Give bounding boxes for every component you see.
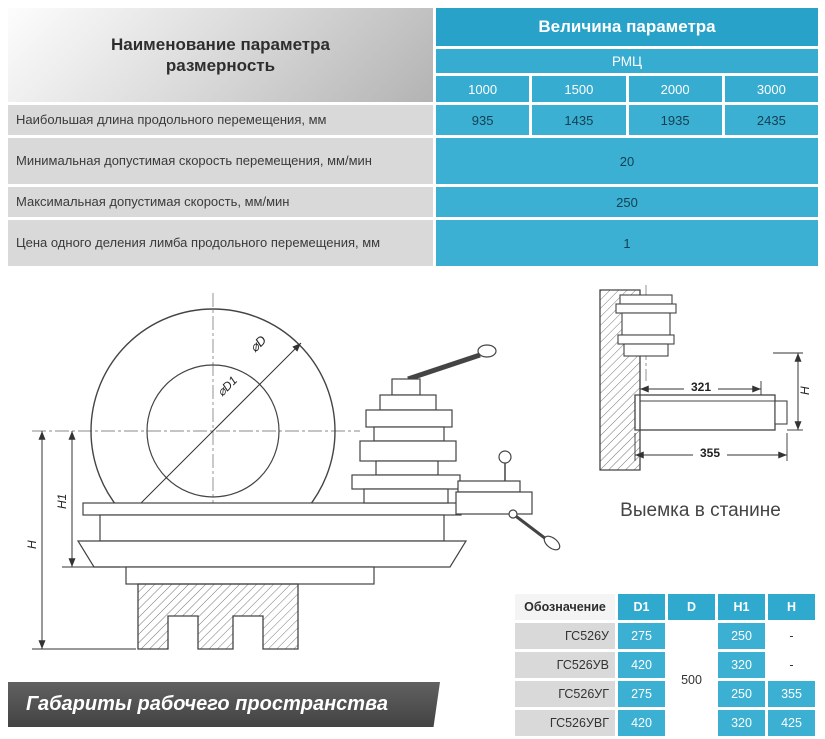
h1-cell: 320: [718, 652, 765, 678]
dim-header-designation: Обозначение: [515, 594, 615, 620]
h-cell: 425: [768, 710, 815, 736]
col-header-3000: 3000: [724, 76, 818, 102]
dim-label-h1: H1: [55, 494, 69, 509]
lever-knob: [477, 344, 497, 358]
col-header-2000: 2000: [628, 76, 722, 102]
h-cell: -: [768, 652, 815, 678]
row-value: 1435: [532, 105, 626, 135]
param-header-line2: размерность: [165, 56, 276, 75]
dimension-table: Обозначение D1 D H1 H ГС526У 275 500 250…: [515, 594, 815, 736]
row-value: 1935: [628, 105, 722, 135]
bed-section: [137, 583, 299, 650]
h-cell: -: [768, 623, 815, 649]
dim-header-d1: D1: [618, 594, 665, 620]
col-header-1000: 1000: [436, 76, 530, 102]
d1-cell: 275: [618, 623, 665, 649]
h-cell: 355: [768, 681, 815, 707]
param-header: Наименование параметра размерность: [8, 8, 433, 102]
h1-cell: 250: [718, 681, 765, 707]
dim-label-detail-h: H: [798, 386, 812, 395]
group-header-rmc: РМЦ: [436, 49, 818, 73]
d1-cell: 420: [618, 710, 665, 736]
model-cell: ГС526УВ: [515, 652, 615, 678]
row-label: Минимальная допустимая скорость перемеще…: [8, 138, 433, 184]
row-value-merged: 20: [436, 138, 818, 184]
h1-cell: 320: [718, 710, 765, 736]
h1-cell: 250: [718, 623, 765, 649]
technical-drawing: ⌀D ⌀D1: [8, 281, 573, 684]
dim-header-d: D: [668, 594, 715, 620]
row-value-merged: 1: [436, 220, 818, 266]
row-value-merged: 250: [436, 187, 818, 217]
value-header: Величина параметра: [436, 8, 818, 46]
detail-caption: Выемка в станине: [620, 500, 781, 521]
d1-cell: 420: [618, 652, 665, 678]
dim-header-h1: H1: [718, 594, 765, 620]
dim-321: 321: [691, 380, 711, 394]
model-cell: ГС526У: [515, 623, 615, 649]
param-header-line1: Наименование параметра: [111, 34, 330, 54]
crank-handle: [543, 535, 561, 551]
dim-label-d: ⌀D: [247, 332, 270, 355]
dim-355: 355: [700, 446, 720, 460]
model-cell: ГС526УВГ: [515, 710, 615, 736]
detail-drawing: 321 355 H: [583, 283, 823, 493]
dim-label-h: H: [25, 540, 39, 549]
ball-handle: [498, 450, 512, 464]
model-cell: ГС526УГ: [515, 681, 615, 707]
dim-header-h: H: [768, 594, 815, 620]
row-label: Цена одного деления лимба продольного пе…: [8, 220, 433, 266]
col-header-1500: 1500: [532, 76, 626, 102]
row-label: Максимальная допустимая скорость, мм/мин: [8, 187, 433, 217]
d-merged-cell: 500: [668, 623, 715, 736]
d1-cell: 275: [618, 681, 665, 707]
spec-table: Наименование параметра размерность Велич…: [8, 8, 818, 266]
row-value: 2435: [724, 105, 818, 135]
dim-label-d1: ⌀D1: [214, 373, 240, 399]
row-value: 935: [436, 105, 530, 135]
section-banner: Габариты рабочего пространства: [8, 682, 440, 727]
row-label: Наибольшая длина продольного перемещения…: [8, 105, 433, 135]
